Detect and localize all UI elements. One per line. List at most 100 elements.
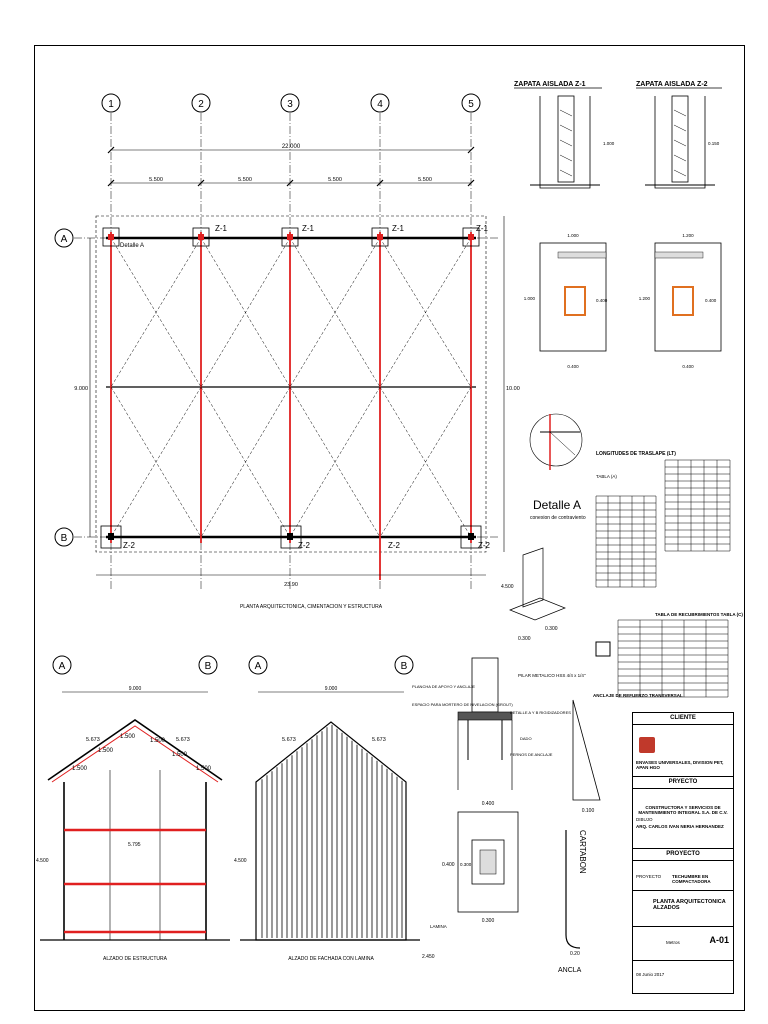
svg-text:PILAR METALICO HSS 4/4 x 1/4": PILAR METALICO HSS 4/4 x 1/4" [518,673,586,678]
svg-text:LAMINA: LAMINA [430,924,447,929]
svg-text:0.300: 0.300 [460,862,472,867]
bay-dim: 5.500 [149,177,163,183]
plano-cell: PLANTA ARQUITECTONICA ALZADOS [633,891,733,927]
detail-a: Detalle A conexion de contraviento [529,413,586,521]
grid-bubble-1: 1 [101,93,121,113]
escala: Metros [666,940,680,945]
total-length-dim: 22.000 [282,144,301,150]
svg-text:5.673: 5.673 [86,737,100,743]
elevation-structure-title: ALZADO DE ESTRUCTURA [103,956,168,962]
svg-text:LONGITUDES DE TRASLAPE (LT): LONGITUDES DE TRASLAPE (LT) [596,451,676,457]
grid-bubble-2: 2 [191,93,211,113]
svg-text:0.400: 0.400 [596,298,608,303]
svg-text:DETALLE A Y B RIGIDIZADORES: DETALLE A Y B RIGIDIZADORES [510,710,571,715]
ancla-detail: 0.20 ANCLA [558,830,582,974]
width-dim: 9.000 [74,386,88,392]
svg-text:1.500: 1.500 [120,734,136,740]
svg-text:0.20: 0.20 [570,951,580,957]
footing-label: Z-1 [392,224,405,233]
svg-text:0.300: 0.300 [545,626,558,632]
proyecto-label: PROYECTO [636,874,662,879]
svg-text:5.673: 5.673 [372,737,386,743]
detail-a-subtitle: conexion de contraviento [530,515,586,521]
svg-text:1.500: 1.500 [196,766,212,772]
grid-bubble-a: A [248,655,268,675]
grid-bubble-3: 3 [280,93,300,113]
svg-text:B: B [61,533,68,544]
grid-bubble-b: B [198,655,218,675]
plano-name: PLANTA ARQUITECTONICA ALZADOS [653,899,726,911]
svg-text:A: A [59,661,66,672]
svg-text:1.500: 1.500 [98,748,114,754]
grid-bubbles-top: 1 2 3 4 5 [101,93,481,113]
elevation-facade: A B 9.000 5.673 5.673 4.500 ALZADO DE FA… [234,655,447,962]
constructora-name: CONSTRUCTORA Y SERVICIOS DE MANTENIMIENT… [638,805,728,815]
svg-text:3: 3 [287,99,293,110]
svg-text:TABLA (A): TABLA (A) [596,474,617,479]
svg-text:2.450: 2.450 [422,954,435,960]
dibujo-label: DIBUJO [636,817,653,822]
svg-text:ANCLAJE DE REFUERZO TRANSVERSA: ANCLAJE DE REFUERZO TRANSVERSAL [593,693,683,698]
svg-text:1.000: 1.000 [567,233,579,238]
svg-text:5.673: 5.673 [282,737,296,743]
svg-text:4.500: 4.500 [234,858,247,864]
proyecto-header: PRYECTO [633,777,733,789]
proyecto-header-2: PROYECTO [633,849,733,861]
svg-text:0.150: 0.150 [708,141,720,146]
svg-text:2: 2 [198,99,204,110]
svg-text:1.200: 1.200 [682,233,694,238]
bay-dim: 5.500 [418,177,432,183]
svg-text:4: 4 [377,99,383,110]
svg-text:1.500: 1.500 [172,752,188,758]
svg-text:ANCLA: ANCLA [558,967,582,974]
bay-dim: 5.500 [328,177,342,183]
svg-text:1.500: 1.500 [72,766,88,772]
svg-text:9.000: 9.000 [129,686,142,692]
footing-label: Z-2 [123,541,136,550]
cartabon-detail: 0.100 CARTABON [572,699,601,874]
escala-cell: Metros A-01 [633,927,733,961]
clave: A-01 [709,935,729,945]
company-logo [639,737,655,753]
anchor-plate-plan: 0.400 0.400 0.300 0.300 [442,801,519,924]
svg-text:1.000: 1.000 [603,141,615,146]
detail-a-callout: Detalle A [120,243,144,249]
grid-bubble-a: A [52,655,72,675]
svg-text:ESPACIO PARA MORTERO DE NIVELA: ESPACIO PARA MORTERO DE NIVELACION (GROU… [412,702,513,707]
footing-label: Z-2 [298,541,311,550]
cliente-cell: ENVASES UNIVERSALES, DIVISION PET, APAN … [633,725,733,777]
width-dim-right: 10.00 [506,386,520,392]
svg-text:0.300: 0.300 [482,918,495,924]
grid-bubble-b: B [54,527,74,547]
footing-plan-z1: 1.000 1.000 0.400 0.400 [524,233,608,369]
grid-bubble-b: B [394,655,414,675]
svg-text:PERNOS DE ANCLAJE: PERNOS DE ANCLAJE [510,752,553,757]
footing-plan-z2: 1.200 1.200 0.400 0.400 [639,233,722,369]
svg-text:CARTABON: CARTABON [578,830,587,874]
footing-z1-title: ZAPATA AISLADA Z-1 [514,81,586,88]
elevation-structure: A B 9.000 1.5001.5001.5001.5001.5001.500… [36,655,230,962]
svg-text:A: A [61,234,68,245]
fecha: 08 Junio 2017 [636,972,665,977]
svg-text:1.200: 1.200 [639,296,651,301]
proyecto-cell: PROYECTO TECHUMBRE EN COMPACTADORA [633,861,733,891]
footing-label: Z-2 [388,541,401,550]
svg-text:5: 5 [468,99,474,110]
base-plate-iso: 4.500 0.300 0.300 [501,547,566,642]
svg-text:0.400: 0.400 [482,801,495,807]
detail-a-title: Detalle A [533,498,581,512]
bay-dim: 5.500 [238,177,252,183]
svg-text:0.400: 0.400 [442,862,455,868]
svg-text:0.400: 0.400 [705,298,717,303]
svg-text:1: 1 [108,99,114,110]
footing-label: Z-1 [302,224,315,233]
constructora-cell: CONSTRUCTORA Y SERVICIOS DE MANTENIMIENT… [633,789,733,849]
proyecto-name: TECHUMBRE EN COMPACTADORA [672,874,711,884]
footing-z2-title: ZAPATA AISLADA Z-2 [636,81,708,88]
fecha-cell: 08 Junio 2017 [633,961,733,991]
cliente-header: CLIENTE [633,713,733,725]
plan-view: 1 2 3 4 5 A B 22.000 [54,93,520,610]
svg-text:0.300: 0.300 [518,636,531,642]
svg-text:DADO: DADO [520,736,532,741]
